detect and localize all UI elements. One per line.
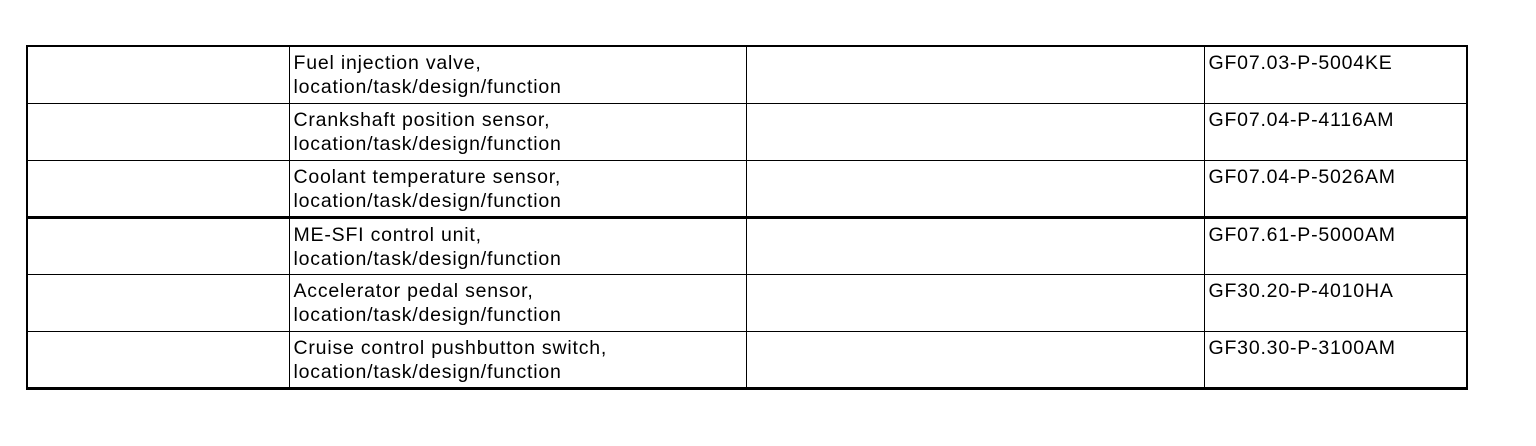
table-row: Fuel injection valve, location/task/desi… xyxy=(26,45,1468,104)
code-cell: GF07.61-P-5000AM xyxy=(1203,216,1468,275)
table-row: Crankshaft position sensor, location/tas… xyxy=(26,102,1468,161)
title-cell: Cruise control pushbutton switch, locati… xyxy=(288,330,747,389)
title-cell: Crankshaft position sensor, location/tas… xyxy=(288,102,747,161)
title-cell: ME-SFI control unit, location/task/desig… xyxy=(288,216,747,275)
document-table: Fuel injection valve, location/task/desi… xyxy=(26,45,1468,390)
table-row: Cruise control pushbutton switch, locati… xyxy=(26,330,1468,389)
spacer-cell xyxy=(745,45,1205,104)
title-cell: Fuel injection valve, location/task/desi… xyxy=(288,45,747,104)
reference-cell xyxy=(26,216,290,275)
spacer-cell xyxy=(745,102,1205,161)
table-row: Accelerator pedal sensor, location/task/… xyxy=(26,273,1468,332)
reference-cell xyxy=(26,45,290,104)
code-cell: GF30.30-P-3100AM xyxy=(1203,330,1468,389)
title-cell: Accelerator pedal sensor, location/task/… xyxy=(288,273,747,332)
reference-cell xyxy=(26,159,290,219)
code-cell: GF07.04-P-4116AM xyxy=(1203,102,1468,161)
spacer-cell xyxy=(745,216,1205,275)
spacer-cell xyxy=(745,273,1205,332)
code-cell: GF07.03-P-5004KE xyxy=(1203,45,1468,104)
table-row: ME-SFI control unit, location/task/desig… xyxy=(26,216,1468,275)
reference-cell xyxy=(26,102,290,161)
code-cell: GF07.04-P-5026AM xyxy=(1203,159,1468,219)
code-cell: GF30.20-P-4010HA xyxy=(1203,273,1468,332)
reference-cell xyxy=(26,273,290,332)
reference-cell xyxy=(26,330,290,389)
title-cell: Coolant temperature sensor, location/tas… xyxy=(288,159,747,219)
spacer-cell xyxy=(745,330,1205,389)
spacer-cell xyxy=(745,159,1205,219)
table-row: Coolant temperature sensor, location/tas… xyxy=(26,159,1468,219)
